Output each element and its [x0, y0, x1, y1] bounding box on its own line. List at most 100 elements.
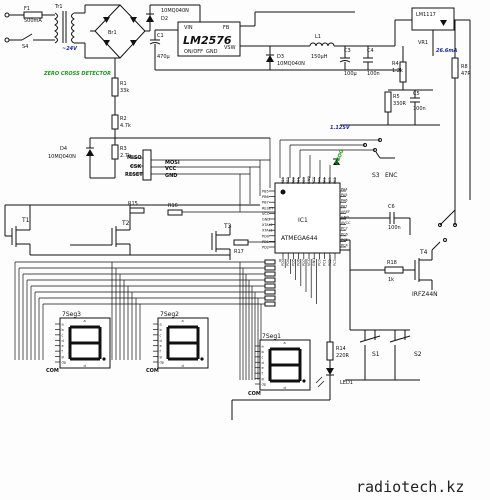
- ic-pin-label: PB2: [291, 177, 295, 184]
- display-pin-label: d: [262, 361, 264, 365]
- r8-value: 47R: [461, 71, 471, 77]
- ic-pin-label: PC1: [323, 259, 327, 266]
- capacitor-c5: C5 100n: [410, 90, 426, 125]
- resistor-r4: R4 1.2k: [392, 46, 407, 90]
- ic-pin-label: PC7: [341, 227, 348, 231]
- segment-b: [98, 327, 102, 343]
- r14-label: R14: [336, 346, 346, 352]
- r1-label: R1: [120, 81, 127, 87]
- ic-pin-label: GND: [312, 258, 316, 266]
- site-watermark: radiotech.kz: [356, 478, 464, 496]
- ic-pin-label: PB6: [262, 195, 269, 199]
- c6-label: C6: [388, 204, 395, 210]
- isp-header: MISO MOSI CSK VCC RESET GND: [125, 149, 270, 181]
- ic-pin-label: PA3: [333, 177, 337, 184]
- r1-value: 33k: [120, 88, 129, 94]
- segment-c: [298, 365, 302, 381]
- seg3-label: 7Seg3: [62, 311, 81, 318]
- resistor-r1: [111, 77, 119, 97]
- t4-label: T4: [419, 249, 428, 256]
- ic-pin-label: VCC: [262, 212, 270, 216]
- ic-pin-label: PB7: [262, 201, 269, 205]
- bus-resistor: [264, 271, 276, 277]
- resistor-r14: [326, 341, 334, 361]
- segment-f: [268, 349, 272, 365]
- transformer-voltage: ~24V: [62, 46, 78, 52]
- segment-bus: [14, 259, 317, 380]
- d2-label: D2: [161, 16, 168, 22]
- segment-g: [168, 341, 198, 345]
- segment-f: [68, 327, 72, 343]
- ic-pin-label: RESET: [262, 206, 274, 210]
- encoder-s3: S3 ENC: [363, 138, 397, 179]
- capacitor-c1: C1 470µ: [149, 29, 180, 70]
- r2-label: R2: [120, 116, 127, 122]
- reg-fb-pin: FB: [223, 25, 230, 31]
- segment-a: [168, 325, 198, 329]
- display-pin-label: g: [62, 355, 64, 359]
- c1-value: 470µ: [157, 54, 171, 60]
- display-pin-label: dp: [62, 361, 67, 365]
- ic-pin-label: PA7: [341, 204, 348, 208]
- display-pin-label: d: [160, 339, 162, 343]
- s4-label: S4: [22, 44, 28, 50]
- t4-part: IRFZ44N: [412, 291, 438, 298]
- bus-resistor: [264, 283, 276, 289]
- segment-e: [68, 343, 72, 359]
- led1-symbol: [326, 368, 334, 375]
- ic-pin-label: PA6: [341, 199, 348, 203]
- r15-label: R15: [128, 201, 138, 207]
- t1-label: T1: [21, 217, 30, 224]
- transistor-t2: T2 R15 R16: [111, 201, 183, 255]
- c3-value: 100µ: [344, 71, 358, 77]
- bus-resistor: [264, 259, 276, 265]
- display-pin-label: a: [182, 319, 184, 323]
- c4-value: 100n: [367, 71, 380, 77]
- regulator-lm1117: LM1117 VR1 26.6mA: [394, 7, 471, 200]
- ic-pin-label: PB4: [281, 176, 285, 184]
- ic-pin-label: PC4: [341, 244, 349, 248]
- l1-value: 150µH: [311, 54, 328, 60]
- segment-c: [196, 343, 200, 359]
- r4-value: 1.2k: [392, 68, 403, 74]
- l1-label: L1: [315, 34, 321, 40]
- display-pin-label: c: [262, 355, 264, 359]
- ic-pin-label: PA4: [341, 188, 348, 192]
- t2-label: T2: [121, 220, 130, 227]
- diode-d4: [86, 149, 94, 156]
- segment-g: [270, 363, 300, 367]
- display-pin-label: a: [84, 319, 86, 323]
- segment-f: [166, 327, 170, 343]
- regulator-lm2576: VIN FB LM2576 ON/OFF GND VSW: [177, 11, 355, 57]
- r8-label: R8: [461, 64, 468, 70]
- display-pin-label: dp: [262, 383, 267, 387]
- fuse-label: F1: [24, 6, 30, 12]
- display-pin-label: d: [84, 364, 86, 368]
- zcd-label: ZERO CROSS DETECTOR: [43, 71, 111, 77]
- d3-value: 10MQ040N: [277, 61, 305, 67]
- segment-d: [270, 379, 300, 383]
- mosi-label: MOSI: [165, 160, 180, 166]
- segment-d: [70, 357, 100, 361]
- transformer-tr1: Tr1 ~24V: [54, 4, 120, 59]
- ic1-pins: PB5PB6PB7RESETVCCGNDXTAL2XTAL1PD0PD1PD2P…: [262, 176, 351, 266]
- display-pin-label: c: [160, 333, 162, 337]
- s1-label: S1: [372, 351, 380, 358]
- switch-s4: [21, 33, 33, 41]
- capacitor-c3: C3 100µ: [339, 46, 358, 77]
- ic1-part: ATMEGA644: [281, 235, 318, 242]
- display-pin-label: b: [62, 328, 65, 332]
- bus-resistor: [264, 265, 276, 271]
- ic-pin-label: PD6: [297, 259, 301, 266]
- ic-pin-label: PD2: [262, 246, 269, 250]
- ic-pin-label: PD5: [291, 259, 295, 266]
- display-pin-label: e: [160, 344, 162, 348]
- segment-b: [298, 349, 302, 365]
- display-pin-label: b: [262, 350, 265, 354]
- display-pin-label: g: [160, 355, 162, 359]
- status-led: R14 220R LED1: [315, 255, 353, 392]
- r14-value: 220R: [336, 353, 350, 359]
